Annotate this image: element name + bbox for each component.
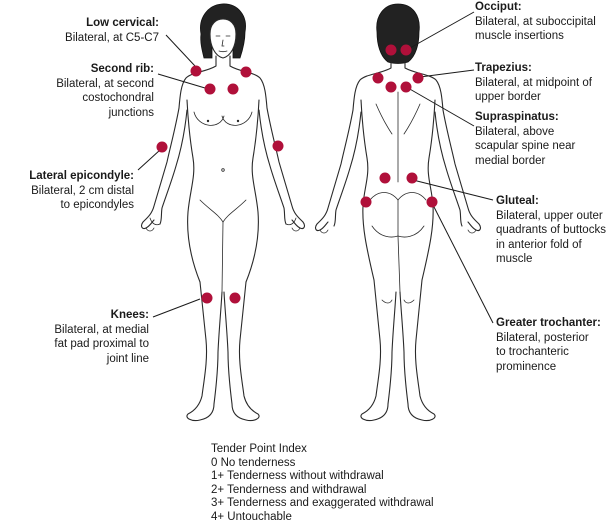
tender-points bbox=[156, 44, 438, 304]
tender-point-index: Tender Point Index 0 No tenderness 1+ Te… bbox=[211, 443, 434, 525]
tender-point-low-cervical-left bbox=[190, 65, 202, 77]
tender-point-greater-trochanter-left bbox=[360, 196, 372, 208]
label-greater-trochanter-desc: Bilateral, posterior to trochanteric pro… bbox=[496, 331, 589, 373]
tender-point-supraspinatus-right bbox=[400, 81, 412, 93]
leader-gluteal bbox=[412, 179, 494, 201]
label-occiput-desc: Bilateral, at suboccipital muscle insert… bbox=[475, 15, 596, 43]
tender-point-greater-trochanter-right bbox=[426, 196, 438, 208]
label-lateral-epicondyle-desc: Bilateral, 2 cm distal to epicondyles bbox=[31, 184, 134, 212]
tender-point-index-item: 3+ Tenderness and exaggerated withdrawal bbox=[211, 497, 434, 510]
label-knees-desc: Bilateral, at medial fat pad proximal to… bbox=[54, 323, 149, 365]
label-knees: Knees: Bilateral, at medial fat pad prox… bbox=[30, 308, 149, 366]
tender-point-gluteal-left bbox=[379, 172, 391, 184]
leader-second-rib bbox=[157, 73, 206, 89]
label-knees-title: Knees: bbox=[110, 309, 149, 321]
label-occiput-title: Occiput: bbox=[475, 1, 522, 13]
label-gluteal: Gluteal: Bilateral, upper outer quadrant… bbox=[496, 194, 611, 267]
tender-point-occiput-left bbox=[385, 44, 397, 56]
label-low-cervical-title: Low cervical: bbox=[86, 17, 159, 29]
tender-point-index-item: 2+ Tenderness and withdrawal bbox=[211, 483, 367, 496]
leader-lateral-epicondyle bbox=[137, 149, 161, 171]
tender-point-index-title: Tender Point Index bbox=[211, 443, 307, 455]
label-gluteal-desc: Bilateral, upper outer quadrants of butt… bbox=[496, 209, 606, 266]
tender-point-gluteal-right bbox=[406, 172, 418, 184]
label-low-cervical: Low cervical: Bilateral, at C5-C7 bbox=[40, 16, 159, 45]
label-second-rib: Second rib: Bilateral, at second costoch… bbox=[40, 62, 154, 120]
label-trapezius: Trapezius: Bilateral, at midpoint of upp… bbox=[475, 61, 611, 105]
label-second-rib-title: Second rib: bbox=[90, 63, 154, 75]
label-low-cervical-desc: Bilateral, at C5-C7 bbox=[65, 31, 159, 44]
label-trapezius-title: Trapezius: bbox=[475, 62, 532, 74]
tender-point-index-item: 0 No tenderness bbox=[211, 456, 296, 469]
tender-point-low-cervical-right bbox=[240, 66, 252, 78]
tender-point-index-item: 1+ Tenderness without withdrawal bbox=[211, 470, 384, 483]
tender-point-second-rib-left bbox=[204, 83, 216, 95]
leader-greater-trochanter bbox=[432, 204, 494, 324]
tender-point-index-item: 4+ Untouchable bbox=[211, 510, 292, 523]
tender-point-knee-left bbox=[201, 292, 213, 304]
tender-point-knee-right bbox=[229, 292, 241, 304]
tender-point-lateral-epicondyle-right bbox=[272, 140, 284, 152]
tender-point-trapezius-left bbox=[372, 72, 384, 84]
label-gluteal-title: Gluteal: bbox=[496, 195, 539, 207]
label-second-rib-desc: Bilateral, at second costochondral junct… bbox=[56, 77, 154, 119]
tender-point-occiput-right bbox=[400, 44, 412, 56]
leader-lines bbox=[137, 11, 494, 324]
leader-occiput bbox=[409, 11, 475, 49]
label-supraspinatus-desc: Bilateral, above scapular spine near med… bbox=[475, 125, 576, 167]
label-lateral-epicondyle: Lateral epicondyle: Bilateral, 2 cm dist… bbox=[0, 169, 134, 213]
label-supraspinatus-title: Supraspinatus: bbox=[475, 111, 559, 123]
leader-supraspinatus bbox=[407, 87, 475, 127]
label-trapezius-desc: Bilateral, at midpoint of upper border bbox=[475, 76, 592, 104]
label-greater-trochanter: Greater trochanter: Bilateral, posterior… bbox=[496, 316, 611, 374]
tender-point-trapezius-right bbox=[412, 72, 424, 84]
label-supraspinatus: Supraspinatus: Bilateral, above scapular… bbox=[475, 110, 611, 168]
label-occiput: Occiput: Bilateral, at suboccipital musc… bbox=[475, 0, 611, 44]
tender-point-lateral-epicondyle-left bbox=[156, 141, 168, 153]
back-body-figure bbox=[315, 3, 481, 422]
leader-trapezius bbox=[419, 69, 475, 78]
leader-low-cervical bbox=[165, 34, 196, 67]
label-greater-trochanter-title: Greater trochanter: bbox=[496, 317, 601, 329]
tender-point-supraspinatus-left bbox=[385, 81, 397, 93]
front-body-figure bbox=[141, 3, 305, 422]
label-lateral-epicondyle-title: Lateral epicondyle: bbox=[29, 170, 134, 182]
tender-point-second-rib-right bbox=[227, 83, 239, 95]
leader-knees bbox=[152, 298, 201, 318]
